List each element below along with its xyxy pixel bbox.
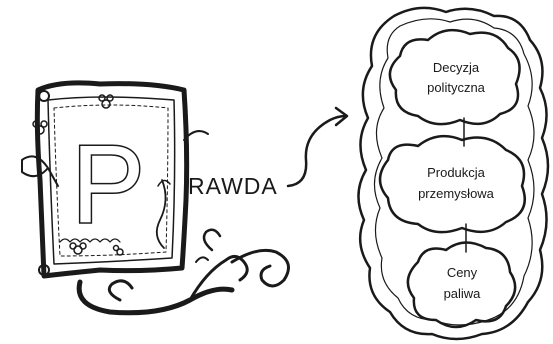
cloud-decision-line2: polityczna — [427, 80, 486, 95]
flower-icon — [69, 242, 87, 255]
flower-icon — [98, 94, 114, 109]
corner-ornament — [38, 264, 50, 276]
flower-icon — [112, 244, 124, 256]
cloud-production-line1: Produkcja — [427, 165, 486, 180]
initial-frame — [21, 80, 209, 279]
connector-arrow — [286, 106, 349, 188]
cloud-fuel-prices: Ceny paliwa — [406, 241, 517, 329]
cloud-decision: Decyzja polityczna — [388, 28, 521, 126]
cloud-fuel-prices-line1: Ceny — [447, 265, 478, 280]
corner-ornament — [38, 90, 50, 102]
cloud-production: Produkcja przemysłowa — [378, 134, 526, 234]
cloud-production-line2: przemysłowa — [418, 186, 495, 201]
logo-rest: RAWDA — [188, 173, 278, 199]
cloud-decision-line1: Decyzja — [433, 60, 480, 75]
flower-icon — [32, 120, 48, 135]
leaf-icon — [21, 155, 59, 187]
logo-initial: P — [71, 123, 144, 246]
vine-ornament — [76, 228, 290, 316]
cloud-fuel-prices-line2: paliwa — [444, 286, 482, 301]
outer-cloud — [357, 6, 550, 341]
